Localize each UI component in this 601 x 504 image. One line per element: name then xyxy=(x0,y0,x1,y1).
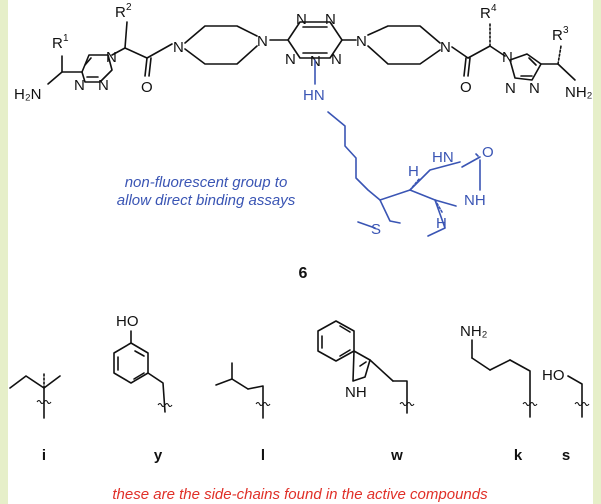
left-piperazine-n2-label: N xyxy=(257,33,268,50)
annotation-line-1: non-fluorescent group to xyxy=(125,174,288,191)
left-carbonyl-o-label: O xyxy=(141,79,153,96)
sidechain-letter-l: l xyxy=(261,447,265,464)
sidechain-i xyxy=(9,373,61,419)
biotin-h-bottom-label: H xyxy=(436,215,447,232)
r3-label: R xyxy=(552,27,563,44)
r4-superscript: 4 xyxy=(491,3,497,14)
main-atom-labels: R 1 H₂N N N N R 2 O N N N N N N N N N O … xyxy=(14,2,593,103)
left-piperazine-n-label: N xyxy=(173,39,184,56)
triazole-n1-label: N xyxy=(106,49,117,66)
biotin-hn-label: HN xyxy=(432,149,454,166)
r1-label: R xyxy=(52,35,63,52)
sidechain-letter-s: s xyxy=(562,447,570,464)
sidechain-letter-w: w xyxy=(390,447,403,464)
sidechain-k: NH₂ xyxy=(460,323,538,418)
footer-caption: these are the side-chains found in the a… xyxy=(112,486,488,503)
tryptophan-nh-label: NH xyxy=(345,384,367,401)
biotin-nh-label: NH xyxy=(464,192,486,209)
biotin-s-label: S xyxy=(371,221,381,238)
lysine-nh2-label: NH₂ xyxy=(460,323,488,340)
biotin-atom-labels: HN HN O NH S H H xyxy=(303,87,494,238)
triazine-n-left: N xyxy=(285,51,296,68)
main-backbone-bonds xyxy=(47,21,576,85)
triazine-n-right: N xyxy=(331,51,342,68)
triazole-n2-label: N xyxy=(98,77,109,94)
sidechain-letter-k: k xyxy=(514,447,523,464)
right-triazole-n3-label: N xyxy=(529,80,540,97)
right-triazole-n2-label: N xyxy=(505,80,516,97)
biotin-h-top-label: H xyxy=(408,163,419,180)
h2n-label: H₂N xyxy=(14,86,42,103)
right-piperazine-n2-label: N xyxy=(440,39,451,56)
sidechain-s: HO xyxy=(542,367,590,418)
figure-panel xyxy=(8,0,593,504)
tyrosine-ho-label: HO xyxy=(116,313,139,330)
right-carbonyl-o-label: O xyxy=(460,79,472,96)
sidechain-letter-y: y xyxy=(154,447,163,464)
serine-ho-label: HO xyxy=(542,367,565,384)
biotin-linker-bonds xyxy=(314,59,481,237)
annotation-line-2: allow direct binding assays xyxy=(117,192,296,209)
sidechain-l xyxy=(215,362,271,419)
r1-superscript: 1 xyxy=(63,33,69,44)
r2-label: R xyxy=(115,4,126,21)
compound-number: 6 xyxy=(299,265,308,282)
sidechain-letters: i y l w k s xyxy=(42,447,570,464)
r4-label: R xyxy=(480,5,491,22)
right-piperazine-n-label: N xyxy=(356,33,367,50)
triazine-n-top-right: N xyxy=(325,11,336,28)
biotin-o-label: O xyxy=(482,144,494,161)
sidechain-w: NH xyxy=(317,320,415,414)
triazole-n3-label: N xyxy=(74,77,85,94)
triazine-n-top-left: N xyxy=(296,11,307,28)
nh2-label: NH₂ xyxy=(565,84,593,101)
linker-hn-label: HN xyxy=(303,87,325,104)
sidechain-y: HO xyxy=(113,313,173,413)
sidechain-letter-i: i xyxy=(42,447,46,464)
r2-superscript: 2 xyxy=(126,2,132,13)
r3-superscript: 3 xyxy=(563,25,569,36)
right-triazole-n1-label: N xyxy=(502,49,513,66)
